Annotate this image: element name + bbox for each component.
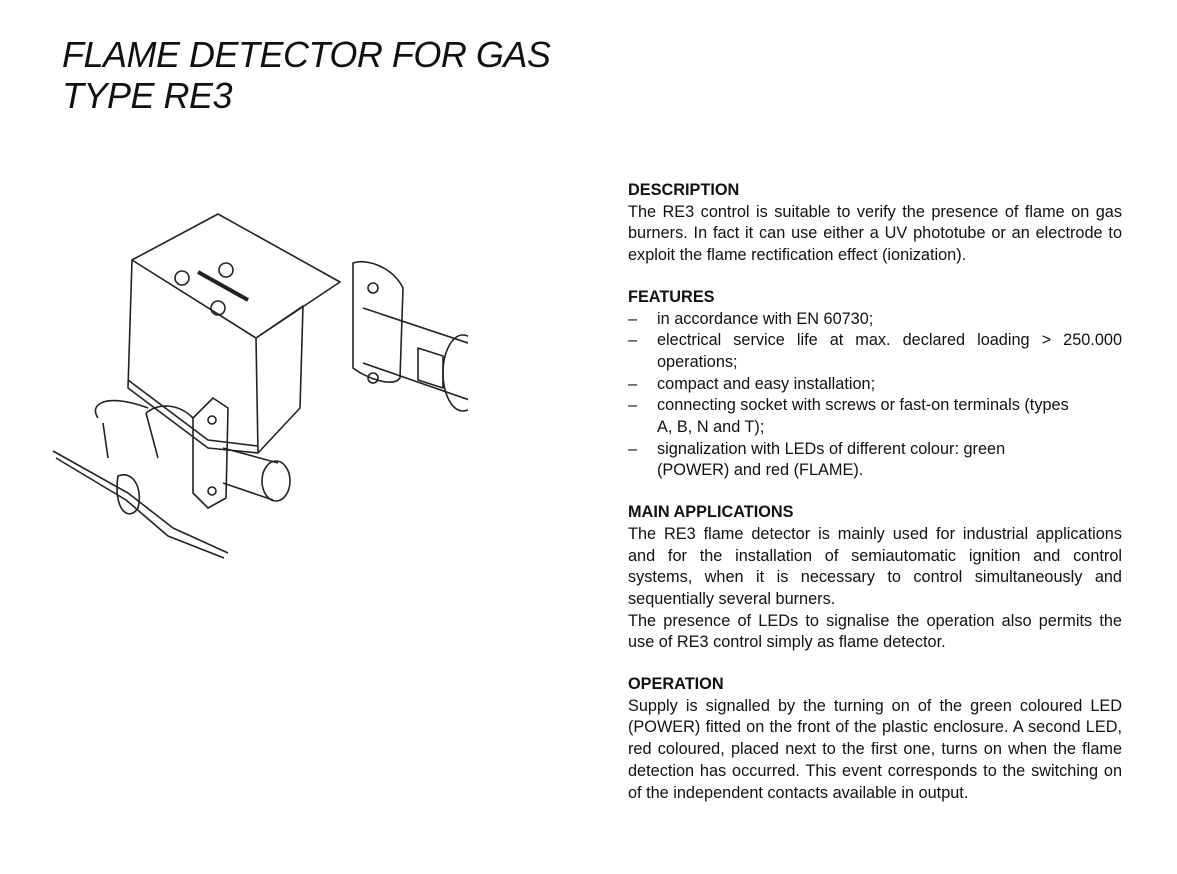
applications-text-2: The presence of LEDs to signalise the op…	[628, 611, 1122, 652]
features-section: FEATURES –in accordance with EN 60730; –…	[628, 287, 1122, 482]
features-list: –in accordance with EN 60730; –electrica…	[628, 309, 1122, 483]
description-text: The RE3 control is suitable to verify th…	[628, 202, 1122, 265]
list-item: –signalization with LEDs of different co…	[628, 439, 1006, 480]
description-section: DESCRIPTION The RE3 control is suitable …	[628, 180, 1122, 267]
applications-section: MAIN APPLICATIONS The RE3 flame detector…	[628, 502, 1122, 654]
operation-heading: OPERATION	[628, 675, 724, 694]
text-column: DESCRIPTION The RE3 control is suitable …	[628, 180, 1122, 824]
description-heading: DESCRIPTION	[628, 181, 740, 199]
operation-text: Supply is signalled by the turning on of…	[628, 696, 1122, 802]
flame-detector-drawing-icon	[52, 213, 468, 559]
list-item: –compact and easy installation;	[628, 374, 876, 393]
features-heading: FEATURES	[628, 287, 715, 306]
list-item: –in accordance with EN 60730;	[628, 309, 874, 328]
list-item: –connecting socket with screws or fast-o…	[628, 396, 1069, 437]
applications-heading: MAIN APPLICATIONS	[628, 503, 794, 522]
operation-section: OPERATION Supply is signalled by the tur…	[628, 674, 1122, 804]
list-item: –electrical service life at max. declare…	[628, 331, 1122, 371]
applications-text: The RE3 flame detector is mainly used fo…	[628, 524, 1122, 608]
